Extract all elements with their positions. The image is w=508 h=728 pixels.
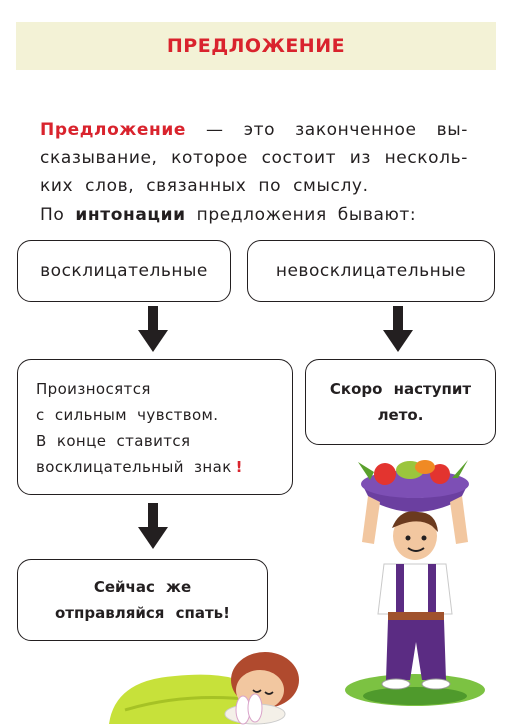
definition-term: Предложение bbox=[40, 120, 187, 140]
definition-line-1: Предложение — это законченное вы- bbox=[40, 120, 468, 140]
boy-with-vegetable-basket-illustration bbox=[345, 460, 485, 706]
title-banner: ПРЕДЛОЖЕНИЕ bbox=[16, 22, 496, 70]
definition-line-3: ких слов, связанных по смыслу. bbox=[40, 176, 369, 196]
down-arrow-icon bbox=[383, 306, 413, 352]
down-arrow-icon bbox=[138, 306, 168, 352]
page-title: ПРЕДЛОЖЕНИЕ bbox=[166, 35, 346, 57]
sleeping-child-illustration bbox=[109, 652, 299, 725]
down-arrow-icon bbox=[138, 503, 168, 549]
intonation-intro: По интонации предложения бывают: bbox=[40, 205, 417, 225]
non-exclamatory-example-box: Скоро наступит лето. bbox=[305, 359, 496, 445]
intonation-keyword: интонации bbox=[75, 205, 186, 225]
exclamation-mark: ! bbox=[235, 458, 243, 476]
exclamatory-example-box: Сейчас же отправляйся спать! bbox=[17, 559, 268, 641]
non-exclamatory-type-box: невосклицательные bbox=[247, 240, 495, 302]
definition-line-2: сказывание, которое состоит из несколь- bbox=[40, 148, 468, 168]
exclamatory-type-box: восклицательные bbox=[17, 240, 231, 302]
exclamatory-description-box: Произносятся с сильным чувством. В конце… bbox=[17, 359, 293, 495]
definition-paragraph: Предложение — это законченное вы- сказыв… bbox=[40, 116, 468, 200]
